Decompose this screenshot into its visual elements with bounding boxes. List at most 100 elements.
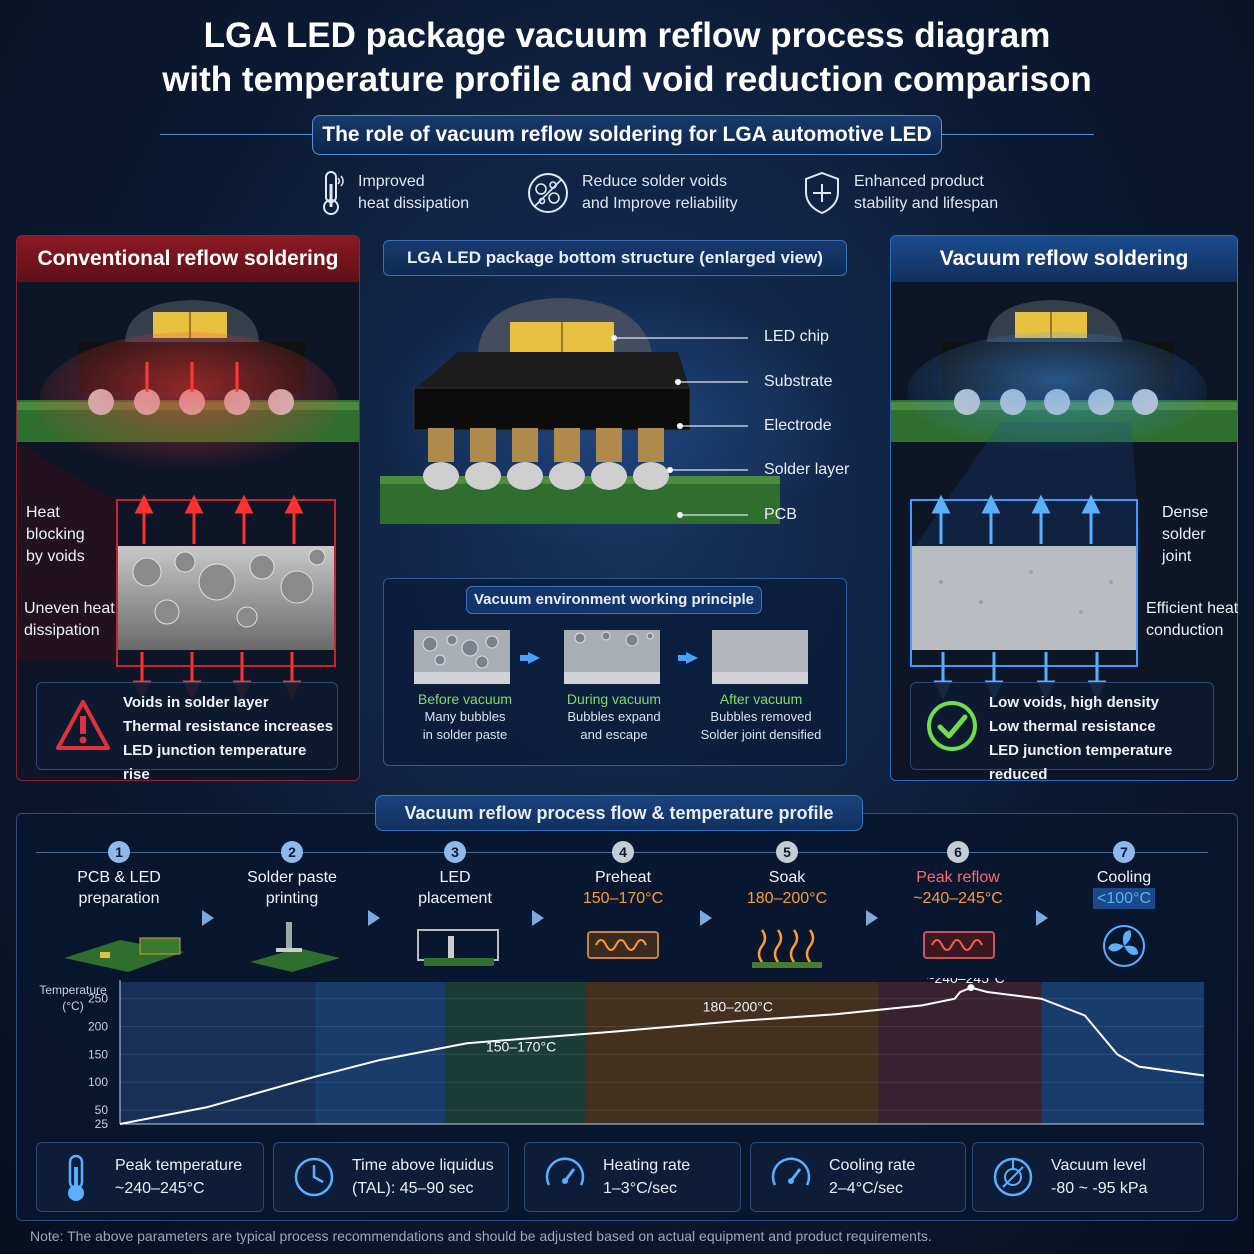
stage-desc: in solder paste — [422, 727, 508, 742]
param-value: (TAL): 45–90 sec — [352, 1180, 474, 1197]
phase-band — [878, 982, 1042, 1124]
temperature-profile-line — [119, 986, 1205, 1125]
step-name: Soak — [768, 869, 806, 886]
shield-icon — [805, 171, 839, 215]
benefit-heat-line1: Improved — [358, 173, 425, 190]
step-number-badge: 7 — [1113, 841, 1135, 863]
phase-band — [445, 982, 587, 1124]
benefit-voids-line1: Reduce solder voids — [582, 173, 727, 190]
vacuum-stage-before: Before vacuum Many bubbles in solder pas… — [405, 690, 525, 744]
info-line: LED junction temperature reduced — [989, 742, 1173, 783]
callout-line: dissipation — [24, 622, 100, 639]
title-line-2: with temperature profile and void reduct… — [162, 60, 1092, 99]
pick-place-icon — [417, 929, 499, 966]
info-line: Voids in solder layer — [123, 694, 269, 711]
benefit-voids-line2: and Improve reliability — [582, 195, 738, 212]
benefit-stability-line2: stability and lifespan — [854, 195, 999, 212]
gauge-icon — [771, 1157, 811, 1186]
param-value: ~240–245°C — [115, 1180, 205, 1197]
callout-line: Dense — [1162, 504, 1209, 521]
y-tick-label: 200 — [88, 1020, 108, 1034]
param-peak-temperature: Peak temperature ~240–245°C — [36, 1142, 264, 1212]
temperature-profile-chart: 2550100150200250150–170°C180–200°C~240–2… — [88, 978, 1205, 1130]
phase-band — [586, 982, 879, 1124]
role-banner: The role of vacuum reflow soldering for … — [312, 115, 942, 155]
vacuum-pump-icon — [993, 1157, 1033, 1197]
process-flow-title: Vacuum reflow process flow & temperature… — [375, 795, 863, 831]
title-line-1: LGA LED package vacuum reflow process di… — [203, 16, 1051, 55]
y-tick-label: 250 — [88, 992, 108, 1006]
heater-icon — [587, 931, 659, 959]
stage-desc: Bubbles removed — [710, 709, 812, 724]
center-structure-title: LGA LED package bottom structure (enlarg… — [383, 240, 847, 276]
step-icons — [64, 922, 1145, 972]
reflow-heater-icon — [923, 931, 995, 959]
y-axis-label: Temperature — [39, 983, 107, 997]
step-name: Preheat — [594, 869, 652, 886]
step-number-badge: 4 — [612, 841, 634, 863]
y-tick-label: 25 — [95, 1117, 109, 1130]
stage-name: Before vacuum — [417, 691, 513, 707]
warning-icon — [56, 700, 110, 750]
chart-annotation: 150–170°C — [486, 1039, 556, 1055]
param-label: Peak temperature — [115, 1157, 243, 1174]
callout-line: solder — [1162, 526, 1206, 543]
param-value: 2–4°C/sec — [829, 1180, 903, 1197]
step-name: LED — [439, 869, 471, 886]
step-name-2: printing — [265, 890, 319, 907]
step-temperature: 150–170°C — [582, 890, 664, 907]
info-line: LED junction temperature rise — [123, 742, 307, 783]
info-line: Thermal resistance increases — [123, 718, 334, 735]
callout-line: Heat — [26, 504, 60, 521]
chart-annotation: ~240–245°C — [926, 978, 1004, 986]
step-name: Cooling — [1096, 869, 1152, 886]
phase-band — [120, 982, 316, 1124]
stage-desc: and escape — [580, 727, 648, 742]
peak-point — [967, 984, 975, 992]
vacuum-info-box: Low voids, high density Low thermal resi… — [910, 682, 1214, 783]
y-axis-title: Temperature (°C) — [38, 982, 108, 1014]
pcb-icon — [64, 937, 184, 972]
step-number-badge: 5 — [776, 841, 798, 863]
label-electrode: Electrode — [764, 417, 832, 434]
y-tick-label: 50 — [95, 1103, 109, 1117]
page-title: LGA LED package vacuum reflow process di… — [0, 14, 1254, 102]
phase-band — [1041, 982, 1204, 1124]
callout-heat-blocking: Heat blocking by voids — [26, 502, 85, 568]
param-label: Cooling rate — [829, 1157, 916, 1174]
label-led-chip: LED chip — [764, 328, 829, 345]
vacuum-stage-images — [414, 630, 808, 684]
conventional-info-box: Voids in solder layer Thermal resistance… — [36, 682, 338, 783]
chart-annotation: 180–200°C — [703, 999, 773, 1015]
vacuum-stage-during: During vacuum Bubbles expand and escape — [554, 690, 674, 744]
step-name: Solder paste — [247, 869, 337, 886]
step-temperature: ~240–245°C — [913, 890, 1003, 907]
flow-arrow-icon — [700, 910, 712, 926]
step-name: PCB & LED — [77, 869, 161, 886]
vacuum-stage-after: After vacuum Bubbles removed Solder join… — [695, 690, 827, 744]
divider-left — [160, 134, 312, 135]
step-name-2: placement — [418, 890, 492, 907]
phase-band — [315, 982, 446, 1124]
step-number-badge: 1 — [108, 841, 130, 863]
y-tick-label: 100 — [88, 1075, 108, 1089]
footnote: Note: The above parameters are typical p… — [30, 1228, 932, 1244]
benefit-heat-line2: heat dissipation — [358, 195, 470, 212]
callout-efficient-heat: Efficient heat conduction — [1146, 598, 1238, 642]
vacuum-principle-title: Vacuum environment working principle — [466, 586, 762, 614]
lga-package-illustration — [370, 290, 850, 550]
param-label: Vacuum level — [1051, 1157, 1146, 1174]
callout-line: joint — [1162, 548, 1192, 565]
info-line: Low voids, high density — [989, 694, 1160, 711]
conventional-panel-title: Conventional reflow soldering — [17, 236, 359, 282]
gauge-icon — [545, 1157, 585, 1186]
label-pcb: PCB — [764, 506, 797, 523]
step-temperature: <100°C — [1093, 888, 1155, 909]
step-number-badge: 3 — [444, 841, 466, 863]
